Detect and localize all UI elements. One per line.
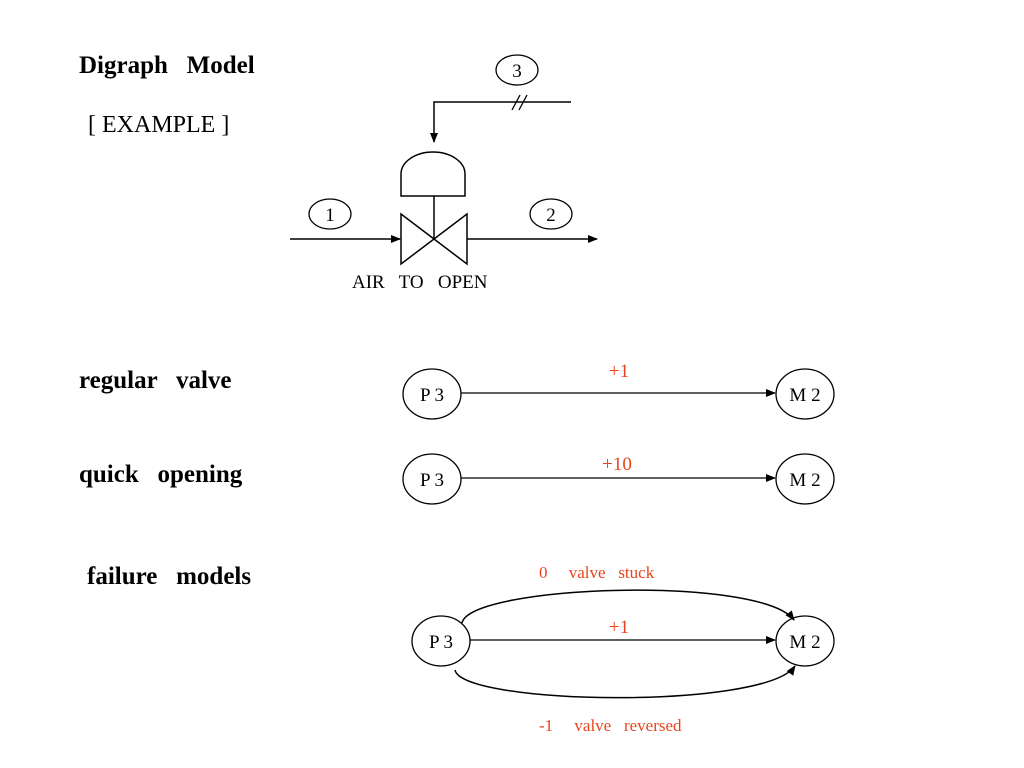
node-p3 [402, 453, 462, 505]
stream-2-marker [529, 198, 573, 230]
valve-body-icon [400, 212, 468, 266]
page-title: Digraph Model [79, 52, 255, 79]
stream-3-marker [495, 54, 539, 86]
actuator-icon [400, 151, 466, 197]
quick-opening-label: quick opening [79, 461, 243, 488]
node-m2 [775, 615, 835, 667]
signal-line [430, 101, 571, 143]
failure-models-digraph: P 3 M 2 +1 [411, 589, 835, 699]
node-m2-label: M 2 [789, 385, 820, 406]
stream-1-marker [308, 198, 352, 230]
node-p3-label: P 3 [420, 470, 444, 491]
stream-1-label: 1 [325, 205, 335, 226]
edge-gain-label: +10 [602, 454, 632, 475]
edge-gain-label: +1 [609, 617, 629, 638]
stream-3-label: 3 [512, 61, 522, 82]
failure-models-label: failure models [87, 563, 252, 590]
node-m2 [775, 368, 835, 420]
edge-gain-label: +1 [609, 361, 629, 382]
edge-p3-m2-reversed [454, 665, 796, 699]
signal-tick-2 [518, 94, 528, 111]
valve-schematic: 1 2 3 [290, 54, 598, 266]
node-p3 [411, 615, 471, 667]
example-label: [ EXAMPLE ] [88, 112, 230, 138]
node-p3-label: P 3 [420, 385, 444, 406]
signal-tick-1 [511, 94, 521, 111]
node-m2 [775, 453, 835, 505]
reversed-gain-label: -1 valve reversed [539, 716, 682, 735]
stream-2-label: 2 [546, 205, 556, 226]
regular-valve-digraph: P 3 M 2 +1 [402, 361, 835, 420]
stuck-gain-label: 0 valve stuck [539, 563, 655, 582]
node-m2-label: M 2 [789, 632, 820, 653]
node-m2-label: M 2 [789, 470, 820, 491]
edge-p3-m2-stuck [461, 589, 795, 624]
node-p3 [402, 368, 462, 420]
valve-caption: AIR TO OPEN [352, 272, 488, 293]
regular-valve-label: regular valve [79, 367, 232, 394]
node-p3-label: P 3 [429, 632, 453, 653]
quick-opening-digraph: P 3 M 2 +10 [402, 453, 835, 505]
